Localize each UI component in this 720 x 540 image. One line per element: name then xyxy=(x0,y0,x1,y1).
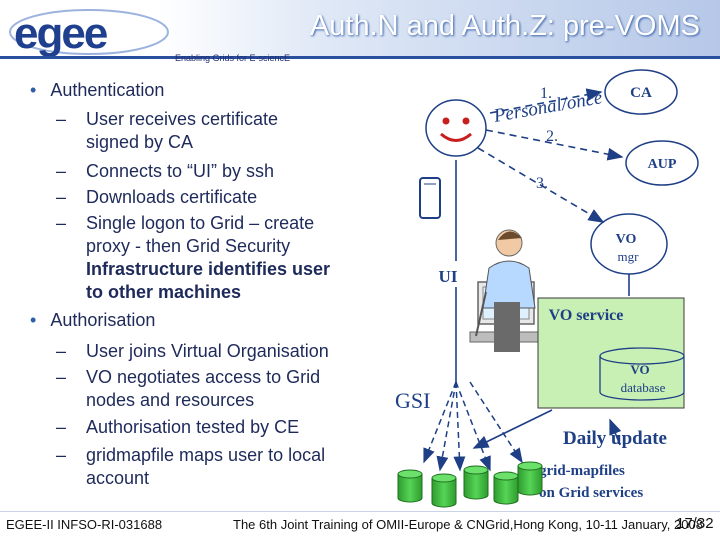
egee-logo-graphic: egee xyxy=(9,9,169,58)
list-item-line: gridmapfile maps user to local xyxy=(86,445,326,465)
arrow-user-to-ca xyxy=(489,88,603,114)
footer-event: The 6th Joint Training of OMII-Europe & … xyxy=(233,517,703,532)
grid-node-cylinder xyxy=(517,461,543,496)
list-item-line: Authorisation tested by CE xyxy=(86,417,300,437)
daily-update-label: Daily update xyxy=(563,428,667,449)
gridmap-label-1: grid-mapfiles xyxy=(539,463,625,479)
slide-title: Auth.N and Auth.Z: pre-VOMS xyxy=(309,10,700,42)
grid-node-cylinder xyxy=(493,471,519,505)
step-1-label: 1. xyxy=(540,85,552,102)
pc-terminal-icon xyxy=(419,177,441,219)
grid-node-cylinder xyxy=(431,473,457,508)
list-item-line: nodes and resources xyxy=(86,390,255,410)
vo-database-cylinder: VO database xyxy=(599,347,685,401)
bullet-label: Authorisation xyxy=(50,310,156,330)
footer-rule xyxy=(0,511,720,512)
list-item-line: VO negotiates access to Grid xyxy=(86,367,321,387)
bullet-authentication: • Authentication xyxy=(30,80,164,101)
aup-node: AUP xyxy=(625,140,699,186)
aup-ellipse xyxy=(625,140,699,186)
list-item-line: Infrastructure identifies user xyxy=(86,259,331,279)
gsi-label: GSI xyxy=(395,388,430,413)
list-item-line: User receives certificate xyxy=(86,109,279,129)
vo-service-label: VO service xyxy=(549,307,624,324)
smiley-mouth xyxy=(440,132,472,142)
step-2-label: 2. xyxy=(546,128,558,145)
bullet-authorisation: • Authorisation xyxy=(30,310,155,331)
bullet-label: Authentication xyxy=(50,80,165,100)
slide-header: egee Enabling Grids for E-sciencE Auth.N… xyxy=(0,0,720,66)
user-at-computer-icon xyxy=(469,229,545,352)
ca-label: CA xyxy=(630,85,652,101)
vo-db-label-2: database xyxy=(621,380,666,395)
step-3-label: 3. xyxy=(536,175,548,192)
daily-update-arrow xyxy=(609,418,622,446)
footer-project-id: EGEE-II INFSO-RI-031688 xyxy=(6,517,163,532)
bullet-dot: • xyxy=(30,310,37,330)
smiley-face xyxy=(425,99,487,157)
footer-page-number: 17/32 xyxy=(676,515,714,532)
grid-arrows xyxy=(423,381,523,472)
grid-node-cylinder xyxy=(397,469,423,503)
list-item-line: Downloads certificate xyxy=(86,187,258,207)
list-item-line: Connects to “UI” by ssh xyxy=(86,161,275,181)
egee-logo: egee xyxy=(8,6,170,58)
arrow-user-to-vo-mgr xyxy=(477,147,605,223)
grid-node-cylinder xyxy=(463,465,489,500)
ca-node: CA xyxy=(604,69,678,115)
vo-mgr-node: VO mgr xyxy=(590,213,668,275)
gridmap-label-2: on Grid services xyxy=(539,485,643,501)
ca-ellipse xyxy=(604,69,678,115)
smiley-eye-right xyxy=(462,117,470,125)
ui-label: UI xyxy=(439,267,458,286)
list-item-line: to other machines xyxy=(86,282,242,302)
header-rule xyxy=(0,56,720,59)
header-band xyxy=(0,0,720,56)
step-labels: 1. Personal/once 2. 3. xyxy=(491,85,604,192)
bullet-dot: • xyxy=(30,80,37,100)
user-smiley xyxy=(425,99,487,157)
vo-service-box: VO service VO database xyxy=(537,297,685,409)
aup-label: AUP xyxy=(648,157,677,172)
list-item-line: signed by CA xyxy=(86,132,194,152)
smiley-eye-left xyxy=(442,117,450,125)
tagline: Enabling Grids for E-sciencE xyxy=(175,53,291,63)
list-item-line: User joins Virtual Organisation xyxy=(86,341,329,361)
list-item-line: account xyxy=(86,468,150,488)
svg-text:egee: egee xyxy=(14,9,107,56)
vo-mgr-label-2: mgr xyxy=(618,249,640,264)
list-item-line: Single logon to Grid – create xyxy=(86,213,315,233)
vo-db-label-1: VO xyxy=(630,362,649,377)
vo-mgr-label-1: VO xyxy=(616,232,637,247)
vo-service-to-grid-arrow xyxy=(472,409,553,449)
ui-node: UI xyxy=(432,261,464,287)
list-item-line: proxy - then Grid Security xyxy=(86,236,291,256)
